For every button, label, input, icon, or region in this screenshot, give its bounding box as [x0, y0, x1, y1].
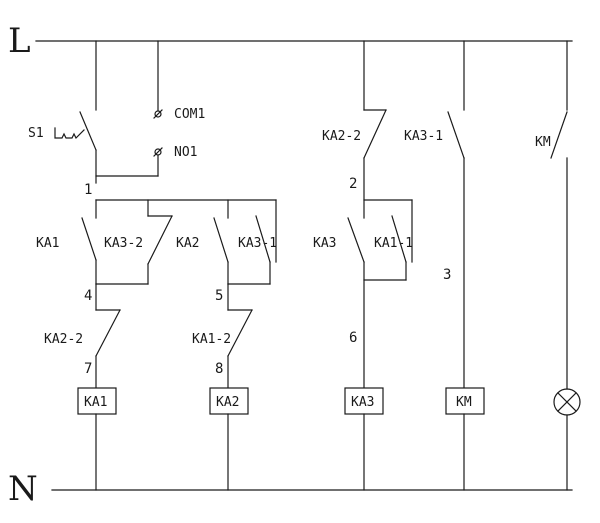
- coil-ka1: [77, 387, 117, 415]
- ka2-2-contact-a: [95, 309, 121, 357]
- km-contact: [550, 111, 568, 159]
- ka3-contact-label: KA3: [313, 236, 336, 251]
- com1-label: COM1: [174, 107, 205, 122]
- ka2-2-contact-label-a: KA2-2: [44, 332, 83, 347]
- ka2-2-contact-label-b: KA2-2: [322, 129, 361, 144]
- ka1-2-contact: [227, 309, 253, 357]
- coil-ka2-label: KA2: [216, 395, 239, 410]
- branch-ka3: KA2-2 2 KA3 KA1-1 6 KA3: [313, 40, 413, 491]
- coil-km: [445, 387, 485, 415]
- branch-lamp: KM: [535, 40, 581, 491]
- s1-switch-blade: [79, 111, 97, 151]
- km-contact-label: KM: [535, 135, 551, 150]
- node-8: 8: [215, 361, 223, 377]
- ka2-contact: [213, 217, 229, 263]
- ka2-2-contact-b: [363, 109, 387, 159]
- node-3: 3: [443, 267, 451, 283]
- ka1-contact: [81, 217, 97, 261]
- com1-terminal: [154, 110, 162, 118]
- node-1: 1: [84, 182, 92, 198]
- ka3-1-contact-b: [447, 111, 465, 159]
- branch-ka1: S1 COM1 NO1 1 KA1 KA3-2 4 KA2-2 7 KA1: [28, 40, 277, 491]
- rail-l-label: L: [8, 21, 31, 61]
- ka3-1-contact-a: [255, 215, 271, 263]
- ka3-2-contact: [147, 215, 173, 265]
- node-5: 5: [215, 288, 223, 304]
- ka2-contact-label: KA2: [176, 236, 199, 251]
- ka1-contact-label: KA1: [36, 236, 59, 251]
- ka1-2-contact-label: KA1-2: [192, 332, 231, 347]
- coil-ka3-label: KA3: [351, 395, 374, 410]
- node-2: 2: [349, 176, 357, 192]
- node-6: 6: [349, 330, 357, 346]
- ka3-contact: [347, 217, 365, 263]
- branch-ka2: KA2 KA3-1 5 KA1-2 8 KA2: [176, 199, 277, 491]
- s1-label: S1: [28, 126, 44, 141]
- branch-km: KA3-1 3 KM: [404, 40, 485, 491]
- ka1-1-contact-label: KA1-1: [374, 236, 413, 251]
- node-7: 7: [84, 361, 92, 377]
- ka3-2-contact-label: KA3-2: [104, 236, 143, 251]
- coil-ka1-label: KA1: [84, 395, 107, 410]
- node-4: 4: [84, 288, 92, 304]
- ka3-1-contact-label-a: KA3-1: [238, 236, 277, 251]
- ka1-1-contact: [391, 215, 407, 263]
- no1-label: NO1: [174, 145, 197, 160]
- coil-ka2: [209, 387, 249, 415]
- rail-n-label: N: [8, 469, 38, 509]
- s1-actuator-symbol: [54, 127, 85, 140]
- ka3-1-contact-label-b: KA3-1: [404, 129, 443, 144]
- coil-km-label: KM: [456, 395, 472, 410]
